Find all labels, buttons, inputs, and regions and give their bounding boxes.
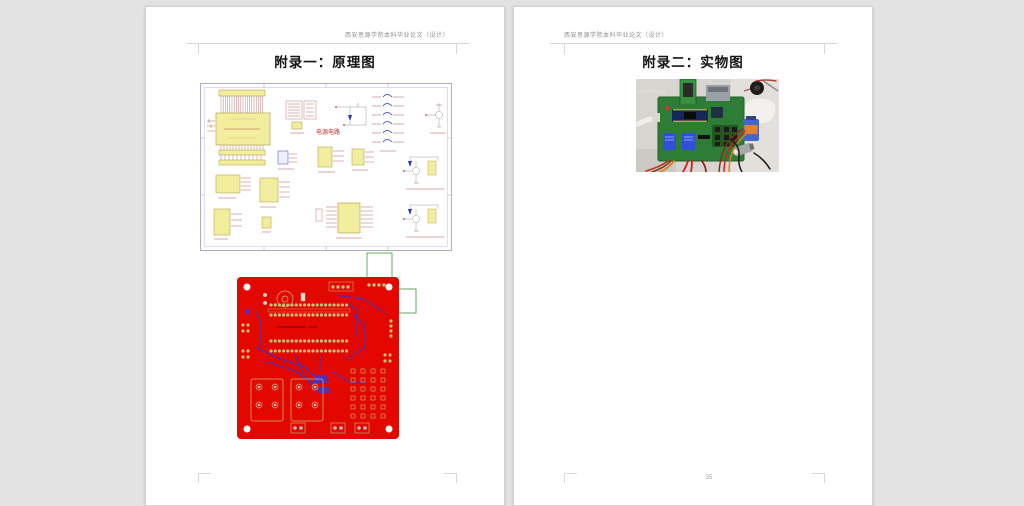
margin-mark xyxy=(198,43,199,54)
pcb-board xyxy=(237,277,399,439)
document-page-left[interactable]: 西安思源学院本科毕业论文（设计） 附录一：原理图 xyxy=(145,6,505,506)
pcb-traces xyxy=(254,294,386,390)
page-number: 35 xyxy=(705,475,713,481)
relay-in-photo xyxy=(663,133,676,150)
margin-mark xyxy=(812,473,825,483)
pcb-relay-footprints xyxy=(250,378,324,422)
driver-circuit-bottom xyxy=(403,204,444,238)
wires-in-photo xyxy=(645,79,777,172)
motor-in-photo xyxy=(733,142,755,157)
sensor-blocks xyxy=(277,146,374,173)
page-header-text: 西安思源学院本科毕业论文（设计） xyxy=(344,33,449,39)
pcb-dip-pads xyxy=(269,303,349,353)
margin-mark xyxy=(444,473,457,483)
module-blocks-left xyxy=(213,174,290,240)
appendix-two-title: 附录二：实物图 xyxy=(642,55,744,70)
document-page-right[interactable]: 西安思源学院本科毕业论文（设计） 附录二：实物图 xyxy=(513,6,873,506)
margin-mark xyxy=(564,43,565,54)
power-circuit: 电源电路 xyxy=(285,100,340,136)
buzzer-circuit xyxy=(425,103,446,134)
prototype-photo[interactable] xyxy=(636,79,779,172)
green-board-in-photo xyxy=(652,79,745,162)
keys-column xyxy=(372,94,404,152)
driver-circuit-top xyxy=(403,156,444,190)
power-circuit-label: 电源电路 xyxy=(316,128,340,136)
page-header-text: 西安思源学院本科毕业论文（设计） xyxy=(564,33,669,39)
schematic-figure[interactable]: 电源电路 xyxy=(198,81,454,253)
header-boundary-line xyxy=(550,43,838,44)
relay-in-photo xyxy=(682,133,695,150)
margin-mark xyxy=(564,473,577,483)
margin-mark xyxy=(824,43,825,54)
header-boundary-line xyxy=(186,43,470,44)
margin-mark xyxy=(456,43,457,54)
pcb-pad-grid xyxy=(350,368,386,419)
mcu-block xyxy=(207,89,271,166)
servo-in-photo xyxy=(743,116,759,141)
regulator-circuit xyxy=(335,103,367,126)
pcb-figure[interactable] xyxy=(235,251,427,447)
margin-mark xyxy=(198,473,211,483)
motor-driver-block xyxy=(315,202,373,239)
appendix-one-title: 附录一：原理图 xyxy=(274,55,376,70)
document-workspace: { "window": { "background_color": "#e3e3… xyxy=(145,6,873,506)
